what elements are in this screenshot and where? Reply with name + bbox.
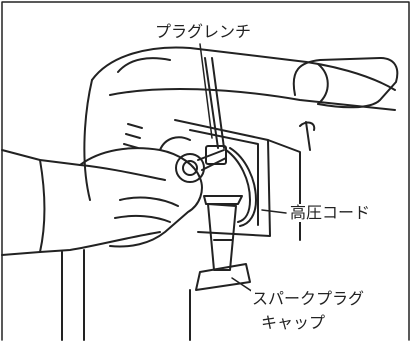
- high-voltage-cord: [225, 149, 251, 223]
- engine-side: [267, 139, 301, 241]
- cap-top: [203, 195, 243, 205]
- plug-wrench: [204, 57, 219, 149]
- finger-2: [114, 214, 171, 223]
- spark-plug-cap: [207, 203, 237, 271]
- label-plug-wrench: プラグレンチ: [154, 22, 253, 41]
- engine-body-left: [83, 79, 93, 201]
- engine-housing: [91, 46, 396, 91]
- arm-lower: [1, 231, 161, 256]
- handle-clip-2: [299, 121, 316, 131]
- high-voltage-cord-2: [229, 147, 257, 227]
- housing-fin: [117, 57, 171, 73]
- wrench-bar: [197, 149, 225, 161]
- engine-panel-inner: [189, 129, 259, 226]
- label-high-voltage-cord: 高圧コード: [289, 203, 372, 222]
- handle-grip: [317, 63, 329, 105]
- wrench-bar-2: [201, 157, 227, 171]
- label-spark-plug-cap-line1: スパークプラグ: [251, 289, 366, 308]
- leader-wrench: [199, 43, 213, 139]
- carry-handle: [292, 57, 399, 109]
- wrench-knob-inner: [182, 160, 198, 176]
- finger-1: [119, 196, 179, 207]
- vent-slot-2: [125, 133, 141, 139]
- thumb: [159, 136, 191, 151]
- vent-slot-1: [127, 123, 143, 129]
- leader-cord: [261, 209, 287, 214]
- label-spark-plug-cap-line2: キャップ: [260, 313, 327, 332]
- handle-clip: [305, 121, 311, 151]
- wrench-knob: [175, 153, 205, 183]
- cap-boot: [195, 263, 251, 291]
- plug-wrench-2: [211, 57, 225, 149]
- housing-ridge: [109, 87, 396, 111]
- cuff: [39, 159, 46, 253]
